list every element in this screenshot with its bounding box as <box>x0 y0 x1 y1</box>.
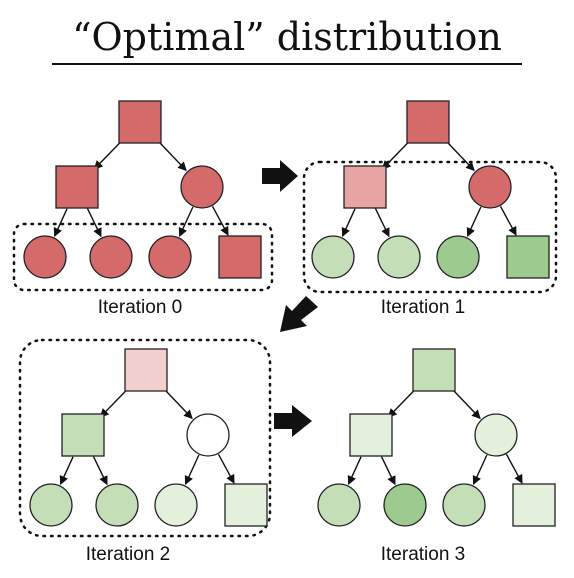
tree-node-leaf-3-circle <box>436 235 480 279</box>
tree-edge <box>156 138 187 172</box>
tree-node-right-child-circle <box>474 413 518 457</box>
tree-edge <box>374 208 390 238</box>
tree-node-leaf-1-circle <box>23 235 67 279</box>
tree-edge <box>99 386 130 418</box>
tree-node-leaf-2-circle <box>377 235 421 279</box>
tree-edge <box>387 386 418 418</box>
caption-iteration-0: Iteration 0 <box>98 297 183 318</box>
tree-node-left-child-square <box>61 413 105 457</box>
tree-edge <box>505 454 523 484</box>
arrow-right-icon <box>262 160 298 192</box>
arrow-right-icon <box>274 405 312 437</box>
tree-edge <box>381 138 412 170</box>
tree-edge <box>92 456 108 486</box>
tree-iteration-1 <box>311 100 550 279</box>
tree-edge <box>341 208 356 237</box>
tree-edge <box>217 454 235 484</box>
tree-edge <box>450 386 481 420</box>
tree-edge <box>472 454 488 485</box>
tree-node-root-square <box>118 100 162 144</box>
tree-node-leaf-1-circle <box>311 235 355 279</box>
tree-edge <box>178 206 194 237</box>
tree-node-leaf-2-circle <box>95 483 139 527</box>
tree-node-leaf-3-circle <box>148 235 192 279</box>
tree-edge <box>53 208 68 237</box>
caption-iteration-1: Iteration 1 <box>381 297 466 318</box>
selection-box-iteration-0 <box>12 222 274 292</box>
tree-edge <box>59 456 74 485</box>
tree-node-leaf-3-circle <box>154 483 198 527</box>
tree-edge <box>466 206 482 237</box>
tree-edge <box>93 138 124 170</box>
tree-node-leaf-1-circle <box>29 483 73 527</box>
tree-node-root-square <box>412 348 456 392</box>
tree-node-right-child-circle <box>180 165 224 209</box>
tree-node-leaf-4-square <box>506 235 550 279</box>
tree-iteration-2 <box>29 348 268 527</box>
tree-edge <box>499 206 517 236</box>
selection-box-iteration-1 <box>302 160 558 294</box>
tree-node-right-child-circle <box>468 165 512 209</box>
page-title: “Optimal” distribution <box>72 15 502 59</box>
tree-node-leaf-4-square <box>224 483 268 527</box>
tree-iteration-0 <box>23 100 262 279</box>
tree-edge <box>184 454 200 485</box>
tree-edge <box>347 456 362 485</box>
tree-node-root-square <box>124 348 168 392</box>
caption-iteration-2: Iteration 2 <box>86 544 171 565</box>
tree-node-right-child-circle <box>186 413 230 457</box>
tree-node-leaf-3-circle <box>442 483 486 527</box>
tree-node-left-child-square <box>55 165 99 209</box>
tree-node-left-child-square <box>343 165 387 209</box>
tree-edge <box>86 208 102 238</box>
tree-edge <box>211 206 229 236</box>
tree-node-leaf-2-circle <box>89 235 133 279</box>
tree-iteration-3 <box>317 348 556 527</box>
tree-node-left-child-square <box>349 413 393 457</box>
tree-edge <box>444 138 475 172</box>
selection-box-iteration-2 <box>18 338 272 538</box>
tree-node-leaf-4-square <box>218 235 262 279</box>
tree-node-leaf-1-circle <box>317 483 361 527</box>
tree-node-leaf-2-circle <box>383 483 427 527</box>
tree-edge <box>162 386 193 420</box>
caption-iteration-3: Iteration 3 <box>381 544 466 565</box>
tree-node-leaf-4-square <box>512 483 556 527</box>
tree-edge <box>380 456 396 486</box>
tree-node-root-square <box>406 100 450 144</box>
arrow-down-left-icon <box>280 296 318 332</box>
